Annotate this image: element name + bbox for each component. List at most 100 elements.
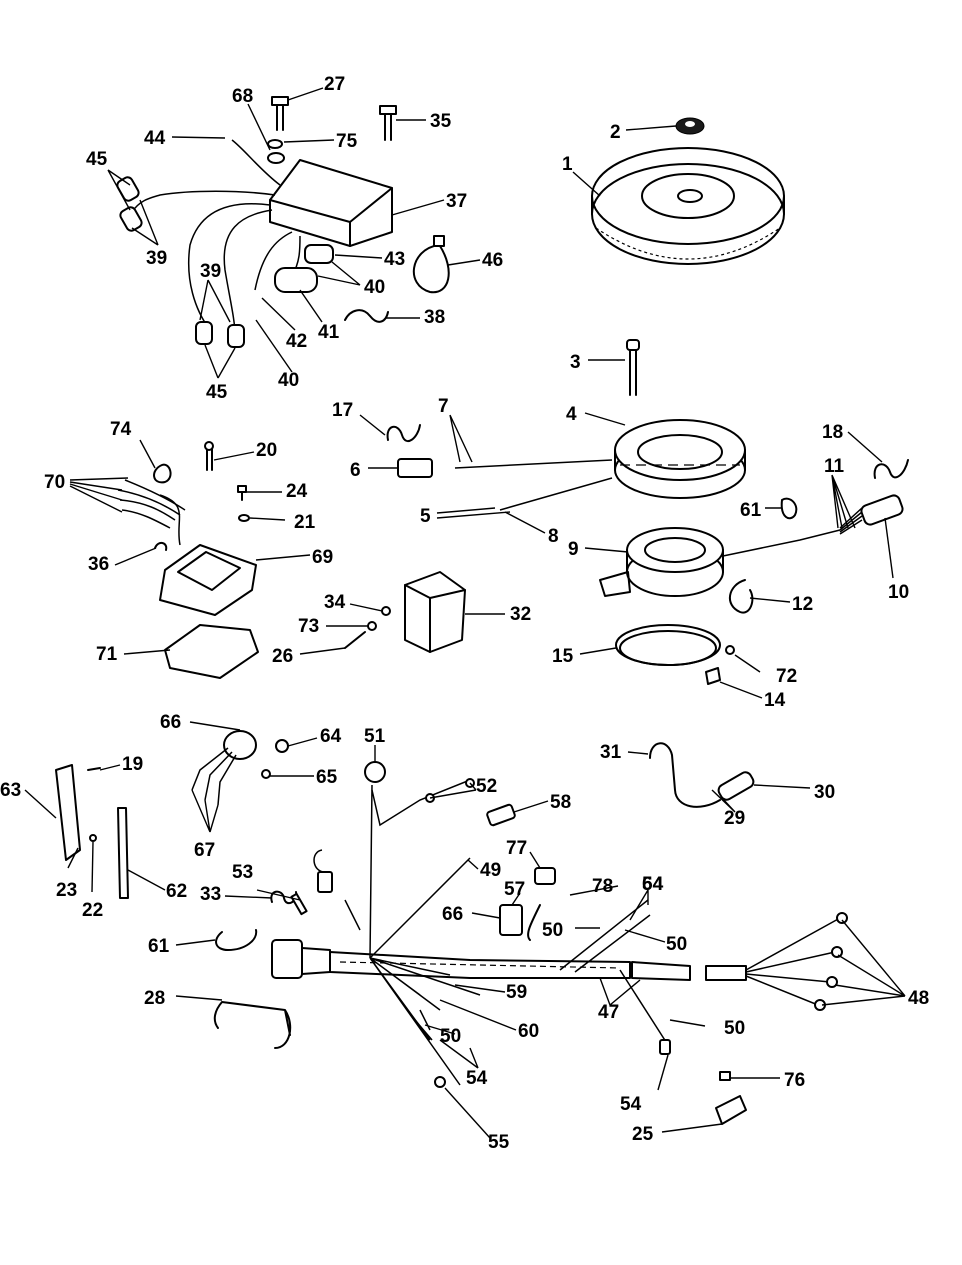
callout-18: 18 [822, 422, 843, 443]
callout-29: 29 [724, 808, 745, 829]
timer-base-part [599, 527, 841, 597]
callout-21: 21 [294, 512, 316, 533]
callout-9: 9 [568, 539, 579, 560]
bracket-14-part [705, 667, 721, 685]
stator-lead-8 [499, 477, 613, 511]
callout-69: 69 [312, 547, 333, 568]
callout-63: 63 [0, 780, 21, 801]
callout-60: 60 [518, 1021, 539, 1042]
boot-30-part [717, 771, 755, 801]
screw-64-part [275, 739, 289, 753]
callout-31: 31 [600, 742, 622, 763]
callout-41: 41 [318, 322, 340, 343]
washer-21-part [238, 514, 250, 522]
leads-70-part [117, 479, 186, 529]
fuse-53-part [290, 892, 308, 916]
clip-38-part [344, 309, 389, 323]
callout-11: 11 [824, 456, 845, 477]
callout-35: 35 [430, 111, 452, 132]
callout-24: 24 [286, 481, 308, 502]
screw-24-head [237, 485, 247, 493]
callout-44: 44 [144, 128, 166, 149]
flywheel-part [591, 147, 785, 265]
coil-32-part [404, 571, 466, 653]
callout-58: 58 [550, 792, 571, 813]
callout-3: 3 [570, 352, 581, 373]
callout-72: 72 [776, 666, 797, 687]
callout-38: 38 [424, 307, 445, 328]
callout-33: 33 [200, 884, 221, 905]
callout-50-b: 50 [666, 934, 687, 955]
strap-61b-part [215, 929, 258, 951]
callout-1: 1 [562, 154, 573, 175]
callout-77: 77 [506, 838, 527, 859]
screw-72-part [725, 645, 735, 655]
gasket-71-part [164, 624, 259, 679]
connector-77-part [534, 867, 556, 885]
callout-73: 73 [298, 616, 319, 637]
callout-50-a: 50 [542, 920, 563, 941]
callout-36: 36 [88, 554, 109, 575]
clamp-25-part [715, 1095, 747, 1125]
stator-screw-part [626, 339, 640, 396]
leads-50-upper [559, 899, 651, 973]
callout-66-a: 66 [160, 712, 181, 733]
callout-45-b: 45 [206, 382, 228, 403]
callout-49: 49 [480, 860, 501, 881]
washer-73-part [367, 621, 377, 631]
callout-10: 10 [888, 582, 909, 603]
callout-20: 20 [256, 440, 277, 461]
callout-64-a: 64 [320, 726, 342, 747]
callout-15: 15 [552, 646, 574, 667]
callout-34: 34 [324, 592, 346, 613]
callout-74: 74 [110, 419, 132, 440]
callout-51: 51 [364, 726, 386, 747]
screw-20-head [204, 441, 214, 451]
callout-57: 57 [504, 879, 525, 900]
callout-39-b: 39 [200, 261, 221, 282]
clip-17-part [386, 424, 421, 442]
callout-labels: 1 2 3 4 5 6 7 8 9 10 11 12 14 15 17 18 1… [0, 74, 929, 1153]
callout-40-a: 40 [364, 277, 385, 298]
callout-43: 43 [384, 249, 405, 270]
callout-6: 6 [350, 460, 361, 481]
callout-52: 52 [476, 776, 497, 797]
callout-48: 48 [908, 988, 929, 1009]
connector-58-part [486, 803, 516, 827]
lead-31-part [649, 742, 721, 808]
callout-64-b: 64 [642, 874, 664, 895]
callout-55: 55 [488, 1132, 510, 1153]
screw-76-part [719, 1071, 731, 1081]
screw-20-part [206, 447, 213, 471]
clip-18-part [873, 459, 909, 479]
callout-54-b: 54 [466, 1068, 488, 1089]
strap-46-buckle [433, 235, 445, 247]
washer-34-part [381, 606, 391, 616]
callout-70: 70 [44, 472, 65, 493]
callout-7: 7 [438, 396, 449, 417]
callout-40-b: 40 [278, 370, 299, 391]
screw-35-part [379, 105, 397, 141]
washer-68-part [267, 152, 285, 164]
callout-61-a: 61 [148, 936, 170, 957]
flywheel-nut-part [675, 117, 705, 135]
stator-lead-7 [454, 459, 613, 469]
strap-61-part [780, 497, 798, 520]
clip-12-part [729, 579, 754, 614]
stator-part [614, 419, 746, 499]
callout-65: 65 [316, 767, 338, 788]
callout-50-d: 50 [724, 1018, 745, 1039]
strap-46-part [412, 244, 450, 294]
callout-76: 76 [784, 1070, 805, 1091]
callout-17: 17 [332, 400, 353, 421]
callout-12: 12 [792, 594, 813, 615]
callout-54-a: 54 [642, 874, 664, 895]
ignition-coil-part [274, 244, 334, 293]
callout-68: 68 [232, 86, 253, 107]
callout-75: 75 [336, 131, 358, 152]
strap-74-part [153, 463, 172, 484]
retaining-ring-inner [619, 630, 717, 666]
callout-8: 8 [548, 526, 559, 547]
callout-22: 22 [82, 900, 103, 921]
